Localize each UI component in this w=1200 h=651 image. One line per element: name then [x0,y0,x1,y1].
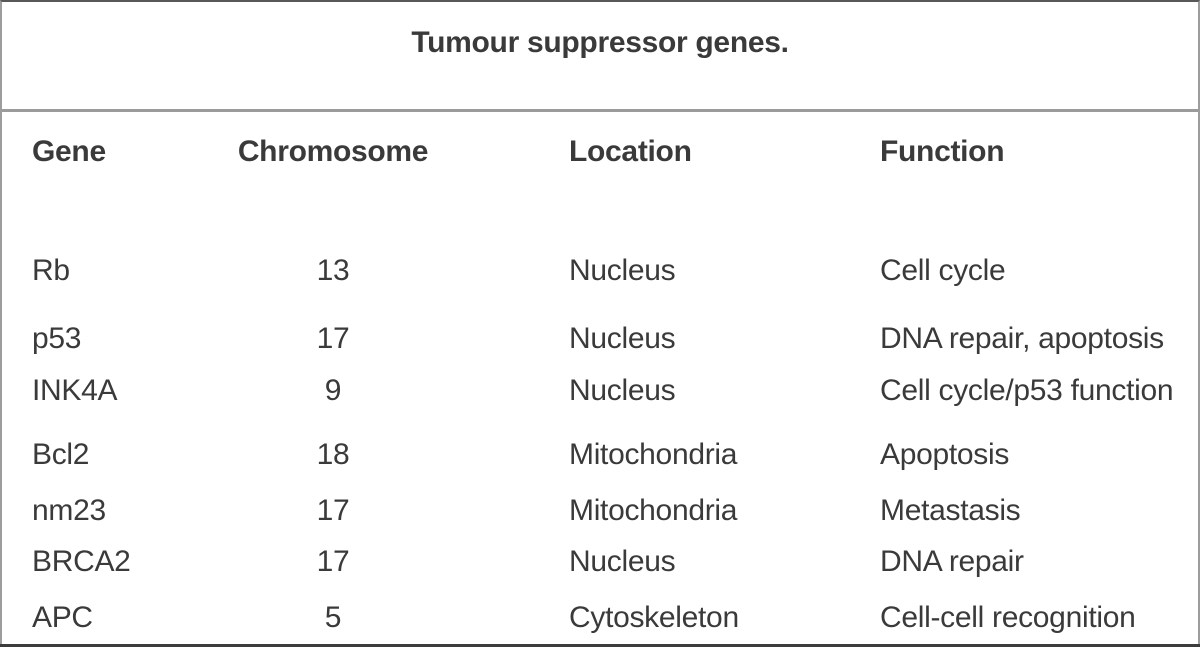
cell-chromosome: 18 [316,438,350,471]
header-chromosome: Chromosome [237,135,429,168]
cell-chromosome: 13 [316,254,350,287]
cell-function: DNA repair [880,545,1024,578]
cell-function: Cell cycle [880,254,1006,287]
cell-location: Cytoskeleton [569,601,739,634]
cell-gene: INK4A [32,374,118,407]
cell-chromosome: 17 [316,494,350,527]
table-row: p53 17 Nucleus DNA repair, apoptosis [2,320,1198,358]
cell-location: Nucleus [569,254,676,287]
table-row: Rb 13 Nucleus Cell cycle [2,252,1198,290]
table-row: INK4A 9 Nucleus Cell cycle/p53 function [2,372,1198,410]
cell-function: Apoptosis [880,438,1010,471]
cell-function: Cell-cell recognition [880,601,1136,634]
header-gene: Gene [32,135,106,168]
cell-gene: APC [32,601,93,634]
table-title: Tumour suppressor genes. [411,26,789,59]
cell-gene: nm23 [32,494,106,527]
cell-gene: BRCA2 [32,545,131,578]
title-divider [2,109,1198,112]
table-header-row: Gene Chromosome Location Function [2,133,1198,171]
bottom-border [0,644,1200,647]
cell-location: Nucleus [569,374,676,407]
cell-location: Nucleus [569,322,676,355]
header-location: Location [569,135,692,168]
cell-gene: Rb [32,254,70,287]
cell-chromosome: 17 [316,322,350,355]
cell-location: Mitochondria [569,494,738,527]
cell-gene: Bcl2 [32,438,90,471]
cell-chromosome: 17 [316,545,350,578]
cell-function: DNA repair, apoptosis [880,322,1164,355]
cell-gene: p53 [32,322,82,355]
cell-function: Cell cycle/p53 function [880,374,1174,407]
cell-chromosome: 5 [324,601,342,634]
cell-location: Nucleus [569,545,676,578]
cell-location: Mitochondria [569,438,738,471]
cell-function: Metastasis [880,494,1021,527]
table-row: BRCA2 17 Nucleus DNA repair [2,543,1198,581]
table-row: APC 5 Cytoskeleton Cell-cell recognition [2,599,1198,637]
cell-chromosome: 9 [324,374,342,407]
header-function: Function [880,135,1005,168]
table-row: nm23 17 Mitochondria Metastasis [2,492,1198,530]
table-row: Bcl2 18 Mitochondria Apoptosis [2,436,1198,474]
